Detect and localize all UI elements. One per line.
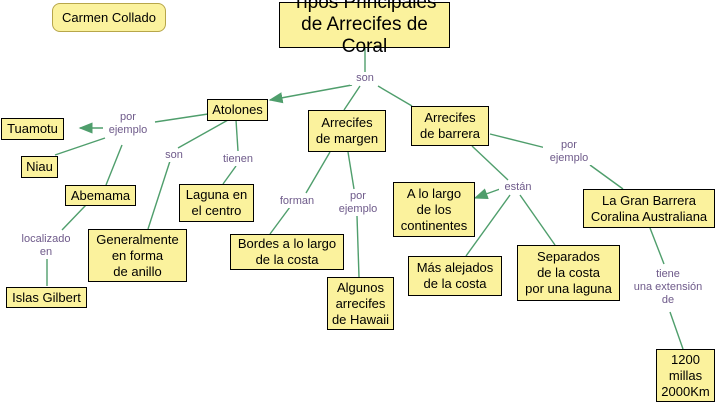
link-tienen-laguna bbox=[222, 165, 237, 185]
node-separados: Separados de la costa por una laguna bbox=[517, 245, 620, 301]
link-forman-bordes bbox=[269, 206, 291, 235]
link-barrera-porejemplo bbox=[489, 133, 547, 149]
node-laguna-centro: Laguna en el centro bbox=[179, 184, 254, 222]
label-tiene-extension: tiene una extensión de bbox=[628, 268, 708, 307]
link-son-barrera bbox=[377, 85, 413, 107]
link-porejemplo-granbarrera bbox=[589, 164, 624, 190]
author-box: Carmen Collado bbox=[52, 3, 166, 32]
link-tiene-millas bbox=[669, 311, 684, 350]
node-arrecifes-margen: Arrecifes de margen bbox=[308, 110, 386, 152]
link-barrera-estan bbox=[471, 145, 509, 181]
label-tienen: tienen bbox=[216, 153, 260, 166]
label-forman: forman bbox=[275, 195, 319, 208]
link-estan-alejados bbox=[465, 194, 511, 257]
node-alejados: Más alejados de la costa bbox=[408, 256, 502, 296]
label-por-ejemplo-2: por ejemplo bbox=[333, 190, 383, 216]
label-localizado-en: localizado en bbox=[17, 233, 75, 259]
link-estan-separados bbox=[519, 194, 556, 246]
link-atolones-tienen bbox=[235, 119, 239, 152]
link-son-atolones bbox=[268, 84, 353, 104]
link-porejemplo-hawaii bbox=[356, 215, 360, 278]
node-atolones: Atolones bbox=[207, 99, 268, 121]
link-son-anillo bbox=[147, 160, 171, 230]
node-islas-gilbert: Islas Gilbert bbox=[6, 287, 87, 308]
node-anillo: Generalmente en forma de anillo bbox=[88, 229, 187, 282]
link-margen-porejemplo bbox=[347, 151, 355, 190]
link-atolones-porejemplo bbox=[154, 113, 209, 123]
link-porejemplo-abemama bbox=[105, 144, 123, 186]
node-largo-continentes: A lo largo de los continentes bbox=[393, 182, 475, 237]
link-granbarrera-tiene bbox=[649, 227, 665, 265]
label-por-ejemplo-3: por ejemplo bbox=[543, 139, 595, 165]
label-son-main: son bbox=[350, 72, 380, 85]
link-estan-continentes bbox=[473, 188, 501, 200]
label-por-ejemplo-1: por ejemplo bbox=[103, 111, 153, 137]
node-hawaii: Algunos arrecifes de Hawaii bbox=[327, 277, 394, 330]
label-estan: están bbox=[499, 181, 537, 194]
label-son-atolones: son bbox=[159, 149, 189, 162]
link-margen-forman bbox=[305, 151, 331, 194]
node-arrecifes-barrera: Arrecifes de barrera bbox=[411, 106, 489, 146]
node-abemama: Abemama bbox=[65, 185, 136, 206]
link-atolones-son bbox=[177, 119, 229, 149]
map-title: Tipos Principales de Arrecifes de Coral bbox=[279, 0, 450, 57]
node-niau: Niau bbox=[21, 156, 58, 178]
node-millas: 1200 millas 2000Km bbox=[656, 349, 715, 402]
node-bordes: Bordes a lo largo de la costa bbox=[230, 234, 344, 270]
node-tuamotu: Tuamotu bbox=[1, 118, 64, 140]
link-abemama-localizado bbox=[61, 204, 87, 231]
node-gran-barrera: La Gran Barrera Coralina Australiana bbox=[583, 189, 715, 228]
link-son-margen bbox=[343, 85, 361, 111]
link-porejemplo-niau bbox=[54, 137, 106, 156]
